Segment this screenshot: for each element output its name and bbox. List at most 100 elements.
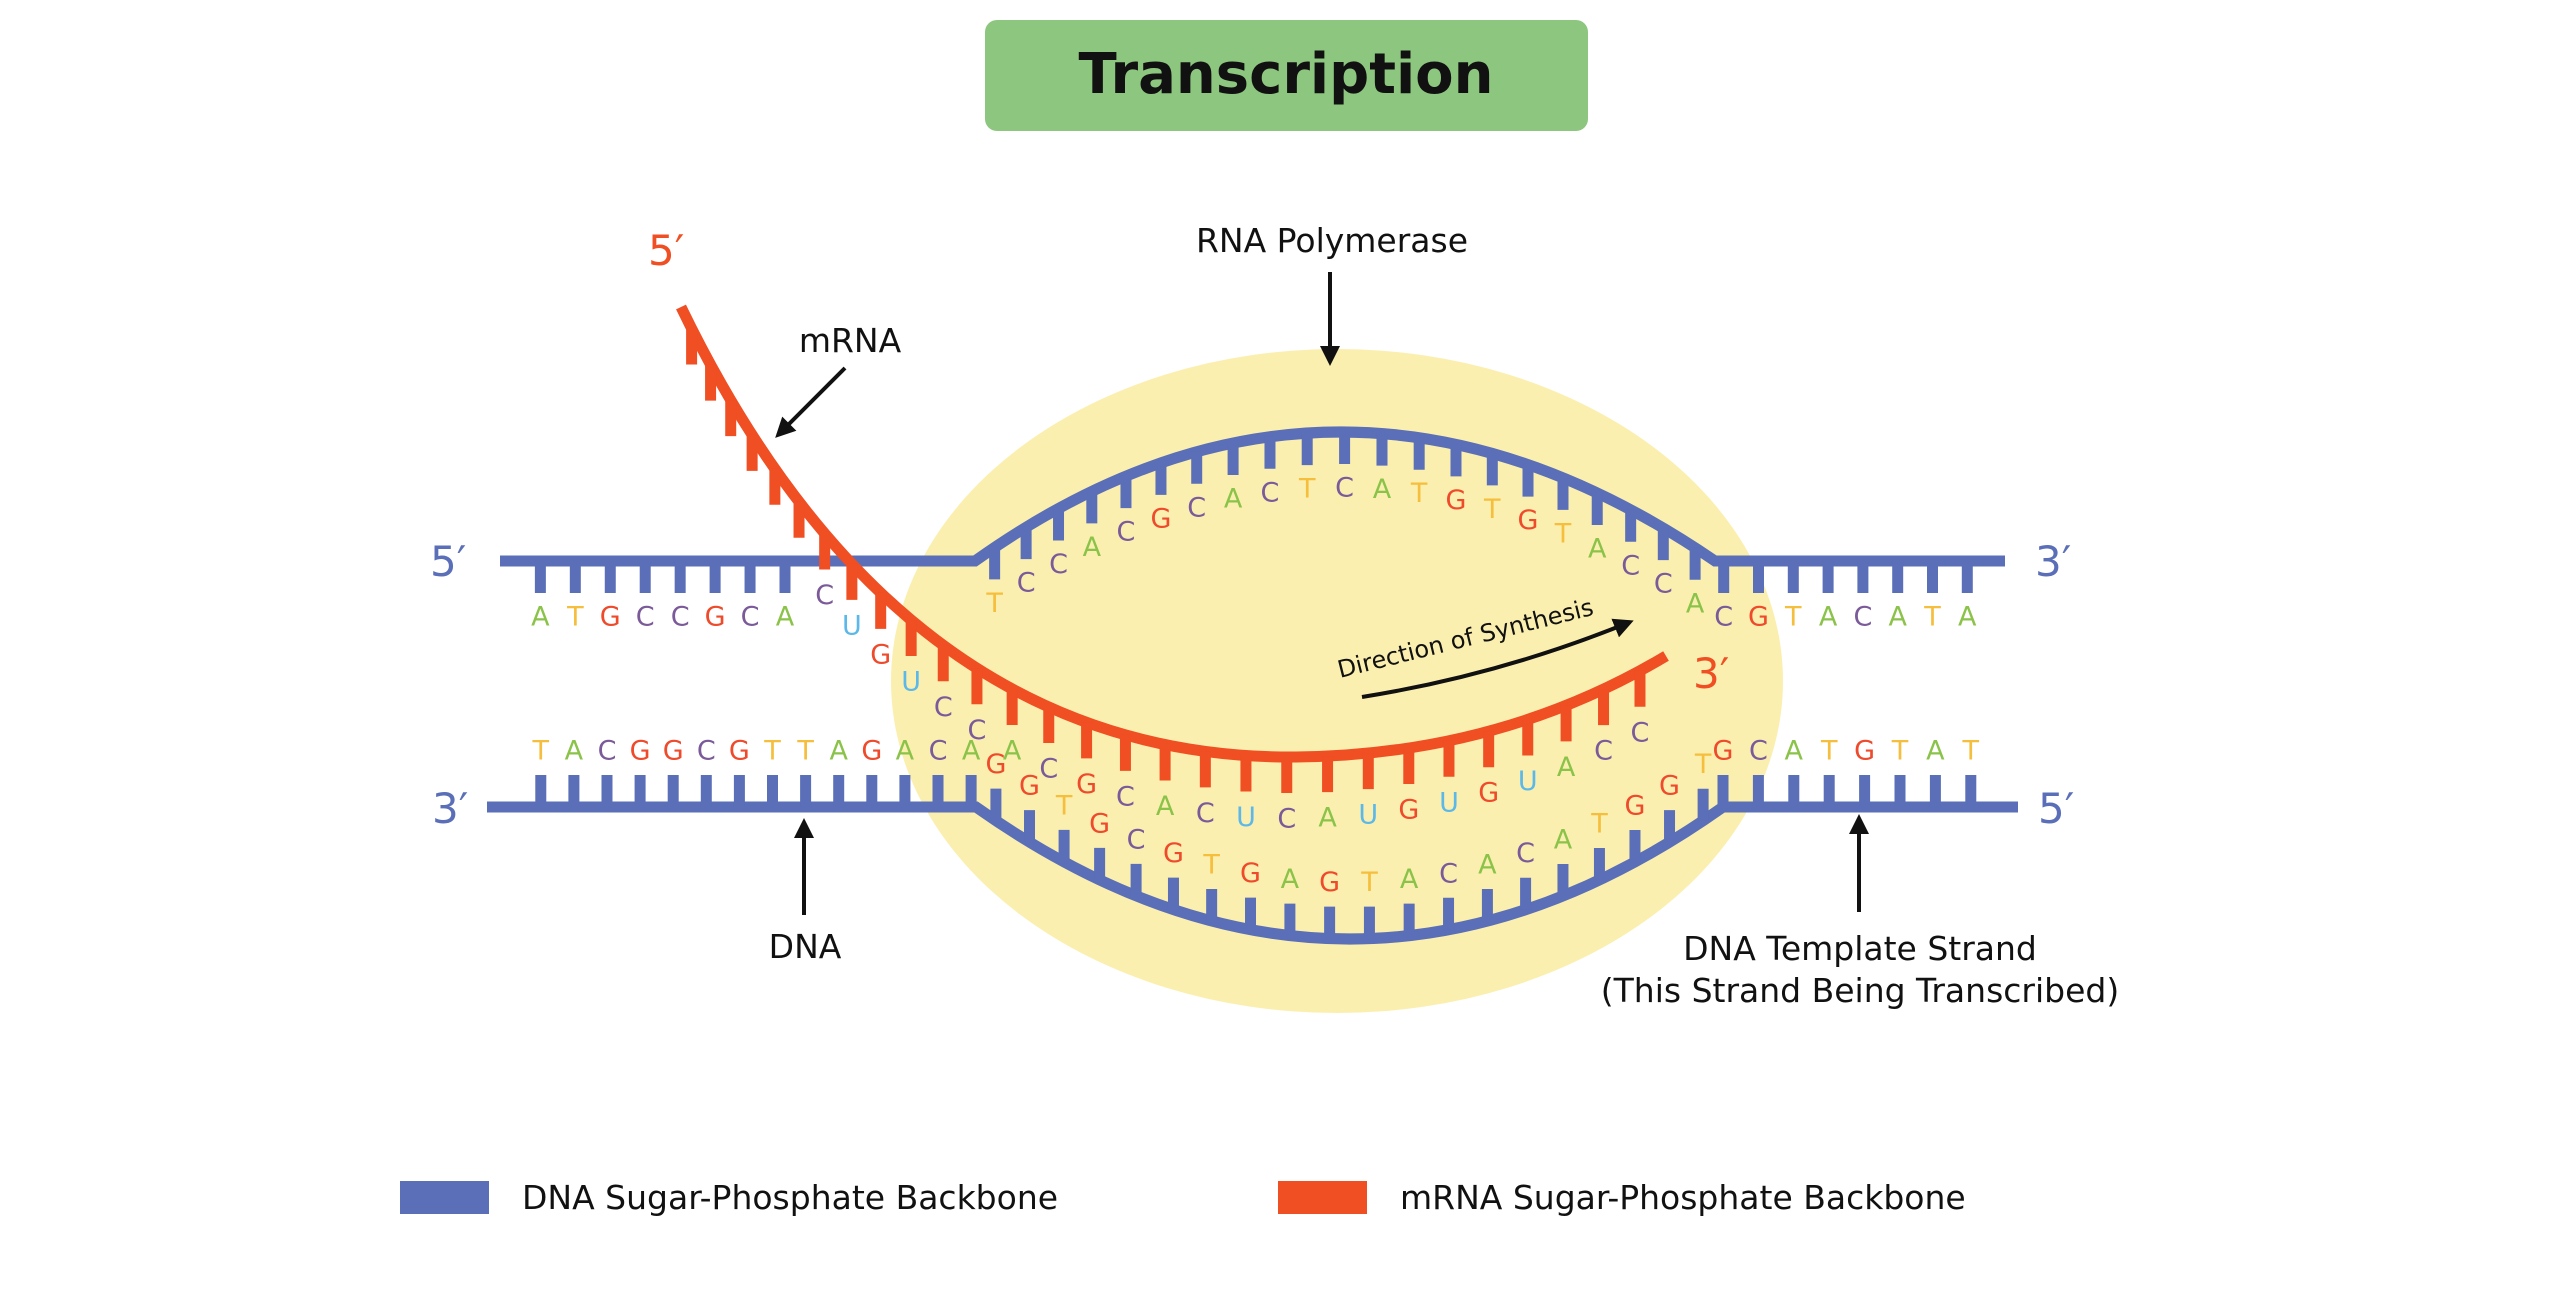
mrna-base-C: C xyxy=(1116,781,1135,812)
coding-5prime-label: 5′ xyxy=(430,537,466,586)
coding-strand-base-C: C xyxy=(1621,550,1640,581)
mrna-base-U: U xyxy=(901,667,921,698)
mrna-base-A: A xyxy=(1318,803,1337,834)
rna-polymerase-blob xyxy=(891,349,1783,1013)
coding-strand-base-A: A xyxy=(1224,484,1243,515)
coding-strand-base-C: C xyxy=(671,602,690,633)
mrna-base-G: G xyxy=(1398,795,1419,826)
template-strand-base-A: A xyxy=(829,736,848,767)
mrna-base-U: U xyxy=(1518,766,1538,797)
coding-strand-base-A: A xyxy=(531,602,550,633)
legend: DNA Sugar-Phosphate Backbone mRNA Sugar-… xyxy=(400,1178,1966,1217)
mrna-base-C: C xyxy=(1594,736,1613,767)
coding-strand-base-A: A xyxy=(1958,602,1977,633)
template-strand-base-G: G xyxy=(729,736,750,767)
mrna-base-A: A xyxy=(1003,735,1022,766)
template-strand-base-G: G xyxy=(1713,736,1734,767)
mrna-base-C: C xyxy=(1039,754,1058,785)
dna-label: DNA xyxy=(769,927,842,966)
template-strand-base-A: A xyxy=(896,736,915,767)
coding-strand-base-T: T xyxy=(1784,602,1802,633)
mrna-base-U: U xyxy=(1439,787,1459,818)
coding-strand-base-G: G xyxy=(1446,485,1467,516)
mrna-3prime-label: 3′ xyxy=(1693,649,1729,698)
template-strand-label: DNA Template Strand xyxy=(1683,929,2037,968)
coding-strand-base-C: C xyxy=(1853,602,1872,633)
coding-strand-base-T: T xyxy=(1410,478,1428,509)
direction-arrow xyxy=(1361,618,1634,699)
legend-label-mrna: mRNA Sugar-Phosphate Backbone xyxy=(1400,1178,1966,1217)
template-strand-base-T: T xyxy=(1590,808,1608,839)
template-strand-base-C: C xyxy=(1516,838,1535,869)
template-strand-base-A: A xyxy=(565,736,584,767)
coding-strand-base-A: A xyxy=(1819,602,1838,633)
template-5prime-label: 5′ xyxy=(2038,784,2074,833)
coding-strand-base-C: C xyxy=(741,602,760,633)
mrna-base-C: C xyxy=(968,715,987,746)
mrna-base-C: C xyxy=(1277,804,1296,835)
template-strand-base-A: A xyxy=(1785,736,1804,767)
mrna-base-G: G xyxy=(1478,778,1499,809)
template-strand-base-G: G xyxy=(1854,736,1875,767)
template-strand-base-G: G xyxy=(1625,790,1646,821)
coding-strand-base-C: C xyxy=(1017,568,1036,599)
mrna-label: mRNA xyxy=(799,321,902,360)
coding-strand-base-T: T xyxy=(985,588,1003,619)
template-strand-base-G: G xyxy=(985,749,1006,780)
coding-strand-base-T: T xyxy=(1483,494,1501,525)
mrna-base-G: G xyxy=(1076,769,1097,800)
coding-strand-base-G: G xyxy=(1748,602,1769,633)
coding-strand-base-C: C xyxy=(1117,517,1136,548)
template-strand-base-G: G xyxy=(1659,771,1680,802)
mrna-base-G: G xyxy=(870,639,891,670)
mrna-base-U: U xyxy=(1236,802,1256,833)
coding-strand-base-C: C xyxy=(1335,473,1354,504)
coding-strand-base-C: C xyxy=(1261,477,1280,508)
template-strand-base-G: G xyxy=(1019,771,1040,802)
template-strand-base-G: G xyxy=(861,736,882,767)
mrna-base-C: C xyxy=(815,580,834,611)
rna-polymerase-label: RNA Polymerase xyxy=(1196,221,1468,260)
coding-strand-base-G: G xyxy=(1151,503,1172,534)
template-strand-base-T: T xyxy=(796,736,814,767)
template-strand-base-T: T xyxy=(1055,790,1073,821)
coding-strand-base-A: A xyxy=(776,602,795,633)
coding-strand-base-T: T xyxy=(1923,602,1941,633)
template-3prime-label: 3′ xyxy=(432,784,468,833)
template-strand-base-T: T xyxy=(1891,736,1909,767)
coding-strand-base-A: A xyxy=(1888,602,1907,633)
template-strand-base-G: G xyxy=(1089,808,1110,839)
mrna-base-C: C xyxy=(1196,798,1215,829)
template-strand-backbone xyxy=(487,801,2018,945)
coding-strand-base-C: C xyxy=(636,602,655,633)
coding-strand-base-C: C xyxy=(1049,549,1068,580)
template-strand-base-G: G xyxy=(1240,858,1261,889)
coding-strand-base-G: G xyxy=(705,602,726,633)
mrna-base-C: C xyxy=(1631,717,1650,748)
template-strand-base-C: C xyxy=(1127,824,1146,855)
coding-strand-base-C: C xyxy=(1187,492,1206,523)
coding-strand-base-T: T xyxy=(566,602,584,633)
coding-strand-base-A: A xyxy=(1686,588,1705,619)
template-strand-sublabel: (This Strand Being Transcribed) xyxy=(1601,971,2119,1010)
template-strand-base-T: T xyxy=(1202,849,1220,880)
template-strand-base-A: A xyxy=(962,736,981,767)
mrna-5prime-label: 5′ xyxy=(648,226,684,275)
template-strand-base-T: T xyxy=(763,736,781,767)
coding-strand-base-C: C xyxy=(1654,569,1673,600)
coding-strand-base-A: A xyxy=(1083,532,1102,563)
template-strand-base-G: G xyxy=(663,736,684,767)
template-strand-base-G: G xyxy=(1319,867,1340,898)
template-strand-base-C: C xyxy=(697,736,716,767)
mrna-base-C: C xyxy=(934,692,953,723)
template-strand-base-C: C xyxy=(1749,736,1768,767)
template-strand-base-A: A xyxy=(1926,736,1945,767)
template-strand-base-T: T xyxy=(1694,749,1712,780)
mrna-arrow xyxy=(775,366,847,438)
coding-strand-base-G: G xyxy=(1518,505,1539,536)
template-strand-base-A: A xyxy=(1281,864,1300,895)
template-strand-base-T: T xyxy=(532,736,550,767)
template-strand-base-T: T xyxy=(1962,736,1980,767)
mrna-base-U: U xyxy=(1358,800,1378,831)
